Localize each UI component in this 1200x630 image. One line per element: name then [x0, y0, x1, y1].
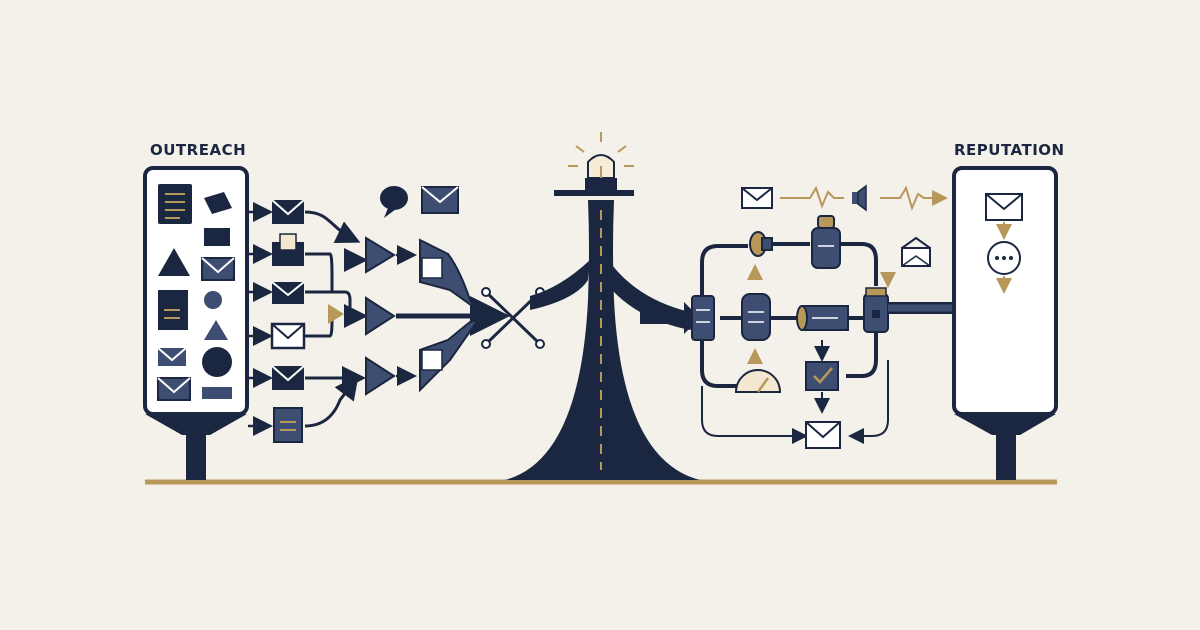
circle-icon: [202, 347, 232, 377]
capsule-icon: [811, 215, 841, 269]
reputation-label: REPUTATION: [954, 141, 1065, 159]
envelope-icon: [157, 377, 191, 401]
checkbox-icon: [805, 361, 839, 391]
valve-icon: [749, 231, 773, 257]
signal-wave: [780, 185, 844, 209]
filter-icon: [365, 236, 396, 396]
small-circle-icon: [204, 291, 222, 309]
cross-nodes: [481, 287, 545, 349]
ellipsis-icon: [987, 241, 1021, 275]
open-envelope-icon: [272, 233, 304, 266]
gold-links: [747, 264, 896, 364]
outreach-label: OUTREACH: [150, 141, 246, 159]
small-triangle-icon: [204, 320, 228, 340]
document-icon: [158, 184, 192, 224]
folded-card-icon: [204, 192, 232, 214]
envelope-icon: [985, 193, 1023, 221]
gold-pointer-icon: [328, 304, 344, 324]
coupling-icon: [863, 287, 889, 333]
envelope-icon: [157, 347, 187, 366]
connector-curves: [304, 210, 368, 428]
open-envelope-icon: [901, 236, 931, 267]
triangle-icon: [158, 248, 190, 276]
lamp-icon: [554, 154, 634, 196]
speaker-icon: [852, 184, 867, 212]
cylinder-icon: [691, 295, 715, 341]
lamp-rays: [568, 132, 634, 167]
process-thin-links: [701, 340, 889, 444]
cylinder-icon: [741, 293, 771, 341]
filter-arrows: [396, 245, 510, 386]
process-loops: [700, 242, 878, 388]
main-flow-arrow: [640, 302, 700, 334]
bar-icon: [202, 387, 232, 399]
envelope-icon: [421, 186, 459, 214]
signal-wave-2: [880, 185, 948, 211]
outreach-arrows: [248, 202, 273, 436]
envelope-icon: [271, 199, 305, 224]
note-icon: [273, 407, 303, 443]
envelope-icon: [271, 365, 305, 390]
envelope-icon: [271, 281, 305, 304]
card-icon: [204, 228, 230, 246]
note-icon: [158, 290, 188, 330]
speech-bubble-icon: [380, 186, 408, 218]
funnel-lower: [419, 318, 481, 393]
funnel-upper: [419, 238, 479, 311]
pipe-icon: [796, 305, 849, 331]
gauge-icon: [734, 369, 782, 393]
open-envelope-icon: [270, 322, 306, 350]
envelope-icon: [741, 187, 773, 209]
envelope-icon: [201, 257, 235, 281]
envelope-icon: [805, 421, 841, 449]
